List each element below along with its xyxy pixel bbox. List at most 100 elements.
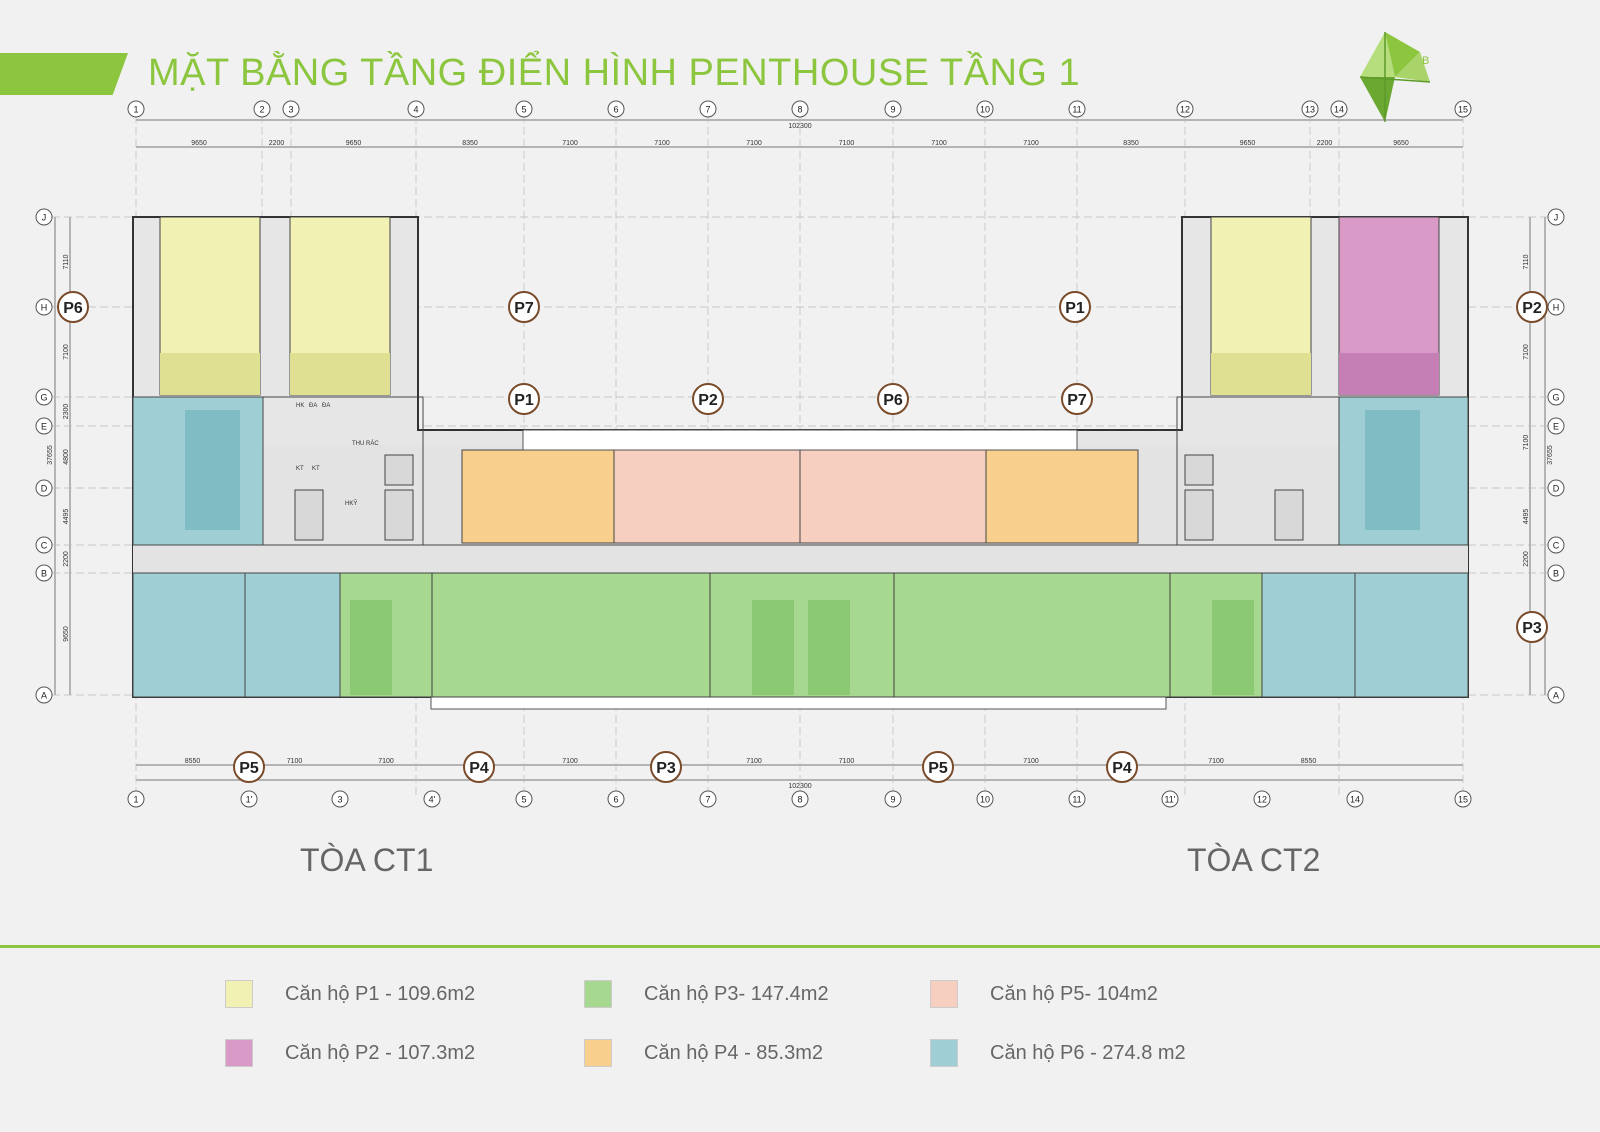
unit-tag-p1-mid: P1 bbox=[508, 383, 540, 415]
bottom-dim-0: 8550 bbox=[185, 758, 201, 765]
left-row-bubble-D: D bbox=[35, 479, 53, 497]
legend-item-p2: Căn hộ P2 - 107.3m2 bbox=[225, 1039, 475, 1067]
left-row-bubble-A: A bbox=[35, 686, 53, 704]
svg-text:1': 1' bbox=[246, 795, 253, 805]
bottom-axis-bubble-10: 11 bbox=[1068, 790, 1086, 808]
bottom-dim-11: 7100 bbox=[1208, 758, 1224, 765]
legend-label-p3: Căn hộ P3- 147.4m2 bbox=[644, 982, 829, 1005]
unit-tag-p6-mid: P6 bbox=[877, 383, 909, 415]
unit-p6-ct2-lower bbox=[1354, 572, 1469, 698]
svg-text:P6: P6 bbox=[63, 300, 83, 317]
svg-text:15: 15 bbox=[1458, 795, 1468, 805]
top-axis-bubble-15: 15 bbox=[1454, 100, 1472, 118]
svg-text:P6: P6 bbox=[883, 392, 903, 409]
top-axis-bubble-7: 7 bbox=[699, 100, 717, 118]
overall-dim-top: 102300 bbox=[788, 123, 811, 130]
bottom-axis-bubble-4: 5 bbox=[515, 790, 533, 808]
svg-text:D: D bbox=[1553, 484, 1560, 494]
right-dim-0: 7110 bbox=[1523, 254, 1530, 269]
svg-text:1: 1 bbox=[133, 105, 138, 115]
right-row-bubble-E: E bbox=[1547, 417, 1565, 435]
svg-text:G: G bbox=[40, 393, 47, 403]
left-row-bubble-G: G bbox=[35, 388, 53, 406]
svg-text:3: 3 bbox=[288, 105, 293, 115]
svg-text:B: B bbox=[41, 569, 47, 579]
svg-text:12: 12 bbox=[1257, 795, 1267, 805]
top-dim-8: 7100 bbox=[931, 140, 947, 147]
legend-swatch-p2 bbox=[225, 1039, 253, 1067]
svg-text:5: 5 bbox=[521, 795, 526, 805]
bottom-axis-bubble-12: 12 bbox=[1253, 790, 1271, 808]
right-row-bubble-B: B bbox=[1547, 564, 1565, 582]
left-row-bubble-E: E bbox=[35, 417, 53, 435]
right-row-bubble-J: J bbox=[1547, 208, 1565, 226]
top-axis-bubble-3: 3 bbox=[282, 100, 300, 118]
top-dim-9: 7100 bbox=[1023, 140, 1039, 147]
top-axis-bubble-12: 12 bbox=[1176, 100, 1194, 118]
svg-text:9: 9 bbox=[890, 795, 895, 805]
svg-text:D: D bbox=[41, 484, 48, 494]
bottom-axis-bubble-5: 6 bbox=[607, 790, 625, 808]
page-title: MẶT BẰNG TẦNG ĐIỂN HÌNH PENTHOUSE TẦNG 1 bbox=[148, 52, 1081, 94]
room-label-da-2: ĐA bbox=[322, 403, 330, 409]
unit-tag-p3-right: P3 bbox=[1516, 611, 1548, 643]
bottom-dim-2: 7100 bbox=[378, 758, 394, 765]
right-row-bubble-G: G bbox=[1547, 388, 1565, 406]
top-dim-3: 8350 bbox=[462, 140, 478, 147]
unit-p5-mid-left bbox=[613, 449, 801, 544]
unit-p6-ct1-lower bbox=[132, 572, 246, 698]
bottom-dim-4: 7100 bbox=[562, 758, 578, 765]
unit-tag-p7-upper: P7 bbox=[508, 291, 540, 323]
bottom-axis-bubble-6: 7 bbox=[699, 790, 717, 808]
logo-letter: B bbox=[1422, 55, 1429, 67]
right-dim-2: 7100 bbox=[1523, 435, 1530, 451]
left-dim-4: 4495 bbox=[63, 509, 70, 525]
svg-text:8: 8 bbox=[797, 105, 802, 115]
unit-p3-d bbox=[893, 572, 1171, 698]
unit-p6-ct2-lower-b bbox=[1261, 572, 1356, 698]
right-dim-4: 2200 bbox=[1523, 551, 1530, 567]
room-label-hk: HK bbox=[296, 403, 304, 409]
right-total-dim: 37655 bbox=[1547, 445, 1554, 465]
svg-text:P2: P2 bbox=[698, 392, 718, 409]
unit-tag-p4-bottom-2: P4 bbox=[1106, 751, 1138, 783]
bottom-axis-bubble-8: 9 bbox=[884, 790, 902, 808]
bottom-dim-1: 7100 bbox=[287, 758, 303, 765]
unit-tag-p2-right: P2 bbox=[1516, 291, 1548, 323]
overall-dim-bottom: 102300 bbox=[788, 783, 811, 790]
top-axis-bubble-4: 4 bbox=[407, 100, 425, 118]
svg-text:5: 5 bbox=[521, 105, 526, 115]
left-dim-3: 4800 bbox=[63, 449, 70, 465]
bottom-axis-bubble-11: 11' bbox=[1161, 790, 1179, 808]
left-row-bubble-H: H bbox=[35, 298, 53, 316]
bottom-dim-7: 7100 bbox=[839, 758, 855, 765]
svg-text:H: H bbox=[1553, 303, 1560, 313]
top-axis-bubble-2: 2 bbox=[253, 100, 271, 118]
room-label-kt-2: KT bbox=[312, 466, 320, 472]
svg-text:J: J bbox=[1554, 213, 1559, 223]
svg-text:P5: P5 bbox=[928, 760, 948, 777]
svg-text:P4: P4 bbox=[469, 760, 489, 777]
right-row-bubble-A: A bbox=[1547, 686, 1565, 704]
svg-text:10: 10 bbox=[980, 105, 990, 115]
svg-text:4: 4 bbox=[413, 105, 418, 115]
svg-text:J: J bbox=[42, 213, 47, 223]
left-total-dim: 37655 bbox=[47, 445, 54, 465]
bottom-axis-bubble-14: 15 bbox=[1454, 790, 1472, 808]
left-row-bubble-J: J bbox=[35, 208, 53, 226]
legend-label-p4: Căn hộ P4 - 85.3m2 bbox=[644, 1041, 823, 1064]
svg-text:10: 10 bbox=[980, 795, 990, 805]
svg-text:7: 7 bbox=[705, 795, 710, 805]
svg-text:11: 11 bbox=[1072, 795, 1081, 805]
top-dim-12: 2200 bbox=[1317, 140, 1333, 147]
bottom-axis-bubble-1: 1' bbox=[240, 790, 258, 808]
legend-label-p5: Căn hộ P5- 104m2 bbox=[990, 982, 1158, 1005]
title-accent-bar bbox=[0, 53, 128, 95]
left-dim-6: 9650 bbox=[63, 626, 70, 642]
bottom-axis-bubble-2: 3 bbox=[331, 790, 349, 808]
top-dim-6: 7100 bbox=[746, 140, 762, 147]
legend-swatch-p1 bbox=[225, 980, 253, 1008]
balcony-mid bbox=[522, 429, 1078, 451]
svg-text:2: 2 bbox=[259, 105, 264, 115]
